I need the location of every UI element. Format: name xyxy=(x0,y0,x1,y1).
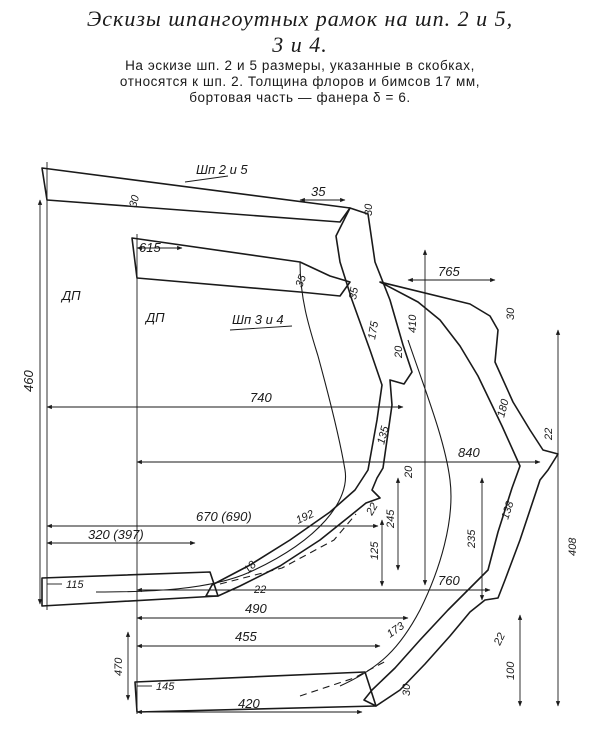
label-frames-2-5: Шп 2 и 5 xyxy=(196,162,248,177)
dim-22-b: 22 xyxy=(364,501,381,518)
caption: На эскизе шп. 2 и 5 размеры, указанные в… xyxy=(0,58,600,106)
dim-760: 760 xyxy=(438,573,460,588)
dim-840: 840 xyxy=(458,445,480,460)
frame-2-5-side xyxy=(205,207,413,597)
dim-30-beam: 30 xyxy=(127,193,142,209)
dim-173: 173 xyxy=(385,620,408,641)
dashed-floor-line-lower xyxy=(299,659,389,697)
dim-145: 145 xyxy=(156,681,175,693)
dim-35-side: 35 xyxy=(347,286,361,301)
dim-22-c: 22 xyxy=(253,584,266,596)
frame-3-4-side xyxy=(363,281,559,707)
dim-125: 125 xyxy=(369,541,381,560)
dim-35-beam2: 35 xyxy=(294,273,310,289)
label-centerline-lower: ДП xyxy=(144,310,165,325)
dim-30-corner: 30 xyxy=(363,203,375,216)
label-frames-3-4: Шп 3 и 4 xyxy=(232,312,284,327)
dim-615: 615 xyxy=(139,240,161,255)
dim-175: 175 xyxy=(366,319,381,340)
frame-2-5-beam xyxy=(41,167,351,223)
dim-408: 408 xyxy=(567,537,579,556)
dim-35-top: 35 xyxy=(311,184,326,199)
dim-30-right: 30 xyxy=(505,307,517,320)
dim-135: 135 xyxy=(375,424,392,446)
inner-curve-upper xyxy=(95,261,347,593)
dim-235: 235 xyxy=(466,529,478,549)
dim-115: 115 xyxy=(66,579,84,591)
dim-670: 670 (690) xyxy=(196,509,252,524)
dim-20-b: 20 xyxy=(403,465,415,479)
title-line-1: Эскизы шпангоутных рамок на шп. 2 и 5, xyxy=(86,6,514,31)
dim-765: 765 xyxy=(438,264,460,279)
dim-455: 455 xyxy=(235,629,257,644)
dim-100: 100 xyxy=(505,661,517,680)
dim-420: 420 xyxy=(238,696,260,711)
dim-470: 470 xyxy=(113,657,125,676)
dim-740: 740 xyxy=(250,390,272,405)
dim-320: 320 (397) xyxy=(88,527,144,542)
dim-410: 410 xyxy=(407,314,419,333)
caption-line-3: бортовая часть — фанера δ = 6. xyxy=(189,90,411,105)
dim-490: 490 xyxy=(245,601,267,616)
dim-245: 245 xyxy=(385,509,397,529)
frame-3-4-floor xyxy=(134,671,377,713)
caption-line-1: На эскизе шп. 2 и 5 размеры, указанные в… xyxy=(125,58,475,73)
dim-460: 460 xyxy=(21,370,36,392)
dim-138: 138 xyxy=(499,499,516,521)
leader-3-4 xyxy=(229,325,293,331)
label-centerline-upper: ДП xyxy=(60,288,81,303)
caption-line-2: относятся к шп. 2. Толщина флоров и бимс… xyxy=(119,74,481,89)
dim-180: 180 xyxy=(495,397,512,419)
dashed-floor-line xyxy=(219,513,357,585)
frame-3-4-beam xyxy=(131,237,351,297)
inner-curve-lower xyxy=(339,339,452,687)
dim-22-a: 22 xyxy=(543,428,555,441)
dim-30-bottom: 30 xyxy=(401,683,413,696)
page-title: Эскизы шпангоутных рамок на шп. 2 и 5, 3… xyxy=(0,6,600,58)
dim-22-d: 22 xyxy=(491,631,507,648)
dim-20-a: 20 xyxy=(393,345,405,359)
title-line-2: 3 и 4. xyxy=(272,32,328,57)
leader-2-5 xyxy=(184,175,229,183)
